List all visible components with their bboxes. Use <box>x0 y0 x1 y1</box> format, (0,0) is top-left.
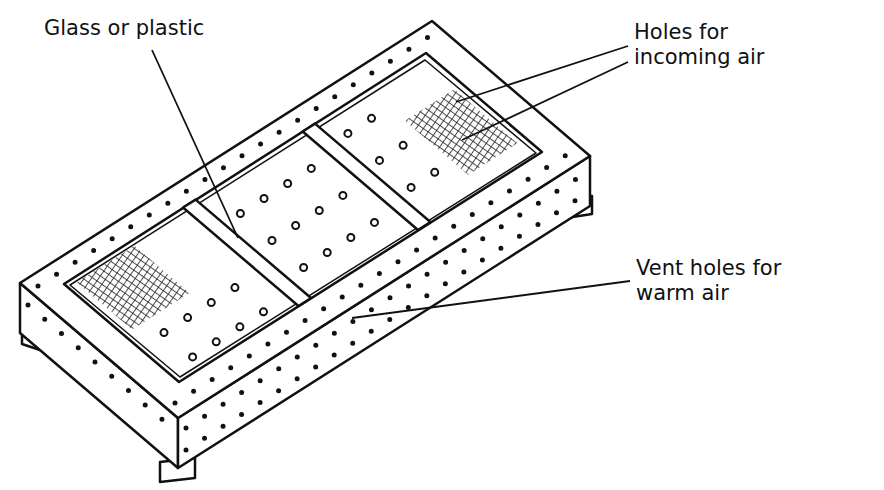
leader-line <box>352 281 630 318</box>
top-rim <box>20 21 590 418</box>
vent-holes <box>186 195 584 450</box>
leader-line <box>152 50 238 238</box>
mesh <box>405 89 518 174</box>
rim-holes <box>175 152 571 403</box>
vent-holes <box>186 174 584 428</box>
glass-opening <box>64 53 542 382</box>
divider <box>183 200 311 306</box>
callout-label: Holes for incoming air <box>634 20 794 70</box>
callout-label: Glass or plastic <box>44 16 204 41</box>
callout-label: Vent holes for warm air <box>636 256 806 306</box>
leader-line <box>462 62 628 140</box>
rim-holes <box>38 34 433 286</box>
mesh <box>77 246 190 330</box>
vent-holes <box>28 305 170 426</box>
glass-frame <box>70 60 536 377</box>
